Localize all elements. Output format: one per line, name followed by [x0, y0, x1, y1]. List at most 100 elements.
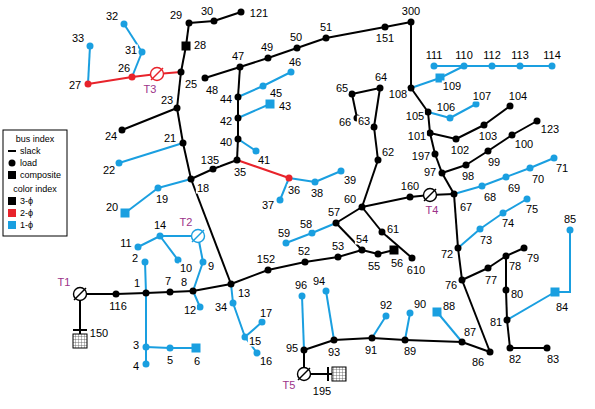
bus-number: 38 [310, 188, 324, 199]
bus-number: 59 [277, 228, 291, 239]
bus-number: 86 [471, 357, 485, 368]
bus-number: 47 [231, 51, 245, 62]
feeder-line [138, 236, 160, 247]
bus-dot [349, 91, 356, 98]
bus-dot [359, 204, 366, 211]
feeder-line [492, 65, 520, 67]
legend-samples [8, 151, 16, 179]
bus-number: 197 [411, 151, 431, 162]
bus-dot [259, 319, 266, 326]
bus-dot [407, 310, 414, 317]
bus-dot [312, 179, 319, 186]
bus-number: 68 [483, 192, 497, 203]
legend-text: 1-ϕ [20, 220, 33, 230]
feeder-line [315, 171, 341, 182]
feeder-line [193, 262, 203, 291]
feeder-line [385, 22, 411, 27]
bus-number: 3 [132, 340, 140, 351]
bus-dot [375, 157, 382, 164]
legend-text: composite [20, 170, 61, 180]
bus-dot [338, 168, 345, 175]
bus-dot [549, 63, 556, 70]
feeder-line [191, 169, 213, 179]
bus-dot [302, 259, 309, 266]
composite-bus [121, 209, 130, 218]
bus-dot [283, 240, 290, 247]
bus-dot [190, 288, 197, 295]
feeder-line [530, 158, 554, 168]
feeder-line [405, 340, 462, 342]
bus-dot [142, 259, 149, 266]
legend-load-sample [9, 160, 16, 167]
bus-dot [503, 253, 510, 260]
legend-swatch [8, 197, 16, 205]
legend-text: slack [20, 146, 41, 156]
bus-number: 27 [68, 80, 82, 91]
bus-dot [265, 267, 272, 274]
slack-stub [328, 373, 332, 375]
bus-dot [235, 115, 242, 122]
bus-number: 51 [319, 22, 333, 33]
bus-number: 71 [555, 163, 569, 174]
bus-dot [479, 183, 486, 190]
transformer-symbol [424, 189, 437, 202]
bus-dot [509, 132, 516, 139]
feeder-line [122, 108, 177, 130]
bus-dot [167, 289, 174, 296]
bus-dot [503, 287, 510, 294]
bus-dot [369, 335, 376, 342]
bus-dot [439, 170, 446, 177]
bus-number: 41 [257, 155, 271, 166]
bus-dot [461, 63, 468, 70]
bus-number: 8 [180, 277, 188, 288]
feeder-line [146, 292, 170, 293]
bus-number: 31 [124, 45, 138, 56]
feeder-line [503, 199, 527, 213]
bus-number: 60 [343, 194, 357, 205]
bus-dot [409, 255, 416, 262]
bus-dot [524, 196, 531, 203]
feeder-line [334, 338, 372, 340]
transformer-symbol [298, 368, 311, 381]
bus-number: 10 [179, 263, 193, 274]
bus-number: 97 [423, 167, 437, 178]
bus-dot [143, 290, 150, 297]
feeder-line [507, 320, 510, 348]
bus-number: 53 [331, 241, 345, 252]
bus-number: 135 [200, 155, 220, 166]
bus-dot [521, 245, 528, 252]
feeder-line [506, 290, 507, 320]
transformer-label: T1 [57, 277, 72, 288]
bus-dot [157, 233, 164, 240]
bus-number: 106 [436, 102, 456, 113]
bus-number: 111 [425, 50, 444, 61]
bus-number: 82 [508, 354, 522, 365]
composite-bus [192, 344, 201, 353]
bus-number: 42 [219, 116, 233, 127]
bus-dot [230, 300, 237, 307]
feeder-line [430, 133, 456, 139]
bus-number: 107 [472, 91, 492, 102]
bus-dot [402, 337, 409, 344]
bus-number: 77 [484, 275, 498, 286]
bus-number: 61 [386, 224, 400, 235]
transformer-label: T5 [282, 380, 297, 391]
bus-number: 28 [193, 40, 207, 51]
bus-number: 100 [514, 139, 534, 150]
bus-number: 114 [542, 50, 562, 61]
legend-composite-sample [8, 171, 16, 179]
bus-number: 73 [479, 235, 493, 246]
bus-dot [427, 130, 434, 137]
bus-number: 160 [400, 181, 420, 192]
bus-number: 26 [117, 63, 131, 74]
bus-dot [277, 197, 284, 204]
bus-number: 76 [444, 280, 458, 291]
bus-dot [309, 230, 316, 237]
bus-number: 101 [407, 131, 427, 142]
feeder-line [372, 338, 405, 340]
feeder-line [462, 280, 490, 352]
feeder-line [442, 173, 454, 194]
bus-number: 23 [160, 95, 174, 106]
feeder-line [374, 88, 380, 127]
bus-number: 104 [508, 91, 528, 102]
